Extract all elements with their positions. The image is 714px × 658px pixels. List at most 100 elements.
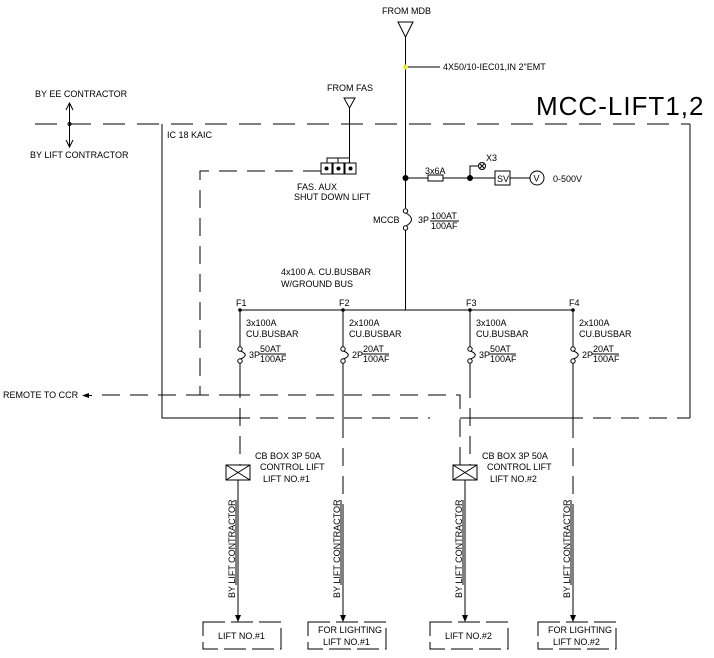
feeder-frame: 100AF — [260, 354, 287, 364]
load-box — [537, 621, 617, 650]
breaker-contact — [237, 346, 243, 352]
breaker-contact — [237, 358, 243, 364]
feeder-frame: 100AF — [363, 354, 390, 364]
remote-arrow-icon — [82, 393, 89, 398]
breaker-arc-icon — [470, 350, 476, 360]
remote-link: REMOTE TO CCR — [3, 390, 461, 470]
fas-bus — [326, 157, 350, 163]
arrow-down-icon — [65, 139, 74, 149]
feeder-poles: 3P — [249, 350, 260, 360]
fas-label-line2: SHUT DOWN LIFT — [294, 192, 371, 202]
feeder-bus-line2: CU.BUSBAR — [246, 329, 299, 339]
main-breaker: MCCB 3P 100AT 100AF — [373, 208, 459, 231]
vertical-cable-label: BY LIFT CONTRACTOR — [332, 499, 342, 598]
breaker-arc-icon — [240, 350, 246, 360]
panel-title: MCC-LIFT1,2 — [536, 91, 704, 121]
vertical-cable-label: BY LIFT CONTRACTOR — [454, 499, 464, 598]
lamp-lead — [469, 165, 478, 178]
source-label: FROM MDB — [382, 6, 431, 16]
mcc-enclosure: IC 18 KAIC — [161, 124, 691, 419]
busbar-line1: 4x100 A. CU.BUSBAR — [281, 267, 372, 277]
feeder-trip: 20AT — [593, 344, 614, 354]
busbar: 4x100 A. CU.BUSBAR W/GROUND BUS — [240, 267, 573, 311]
boundary-node — [67, 122, 72, 126]
feeder-trip: 20AT — [363, 344, 384, 354]
load-box — [429, 621, 509, 650]
feeder-trip: 50AT — [490, 344, 511, 354]
main-breaker-poles: 3P — [418, 215, 429, 225]
feeder-poles: 3P — [479, 350, 490, 360]
arrow-down-icon — [235, 615, 241, 622]
terminal-dot-icon — [336, 166, 341, 171]
main-breaker-frame: 100AF — [431, 221, 458, 231]
breaker-arc-icon — [573, 350, 579, 360]
feeder-bus-line1: 3x100A — [246, 318, 277, 328]
cb-box-line2: CONTROL LIFT — [260, 462, 325, 472]
feeder-group: F13x100ACU.BUSBAR3P50AT100AFF22x100ACU.B… — [236, 298, 632, 506]
fas-arrow-icon — [343, 97, 356, 110]
arrow-down-icon — [570, 615, 576, 622]
feeder-bus-line1: 2x100A — [349, 318, 380, 328]
load-line1: LIFT NO.#2 — [445, 631, 492, 641]
fas-source-label: FROM FAS — [327, 83, 373, 93]
feeder-trip: 50AT — [260, 344, 281, 354]
arrow-up-icon — [65, 101, 74, 111]
cb-box-cross-icon — [452, 464, 478, 481]
boundary-upper-label: BY EE CONTRACTOR — [35, 89, 128, 99]
breaker-contact — [340, 346, 346, 352]
feeder-id: F2 — [339, 298, 350, 308]
breaker-arc-icon — [405, 212, 412, 227]
arrow-down-icon — [462, 615, 468, 622]
feeder-cable-label: 4X50/10-IEC01,IN 2"EMT — [443, 62, 546, 72]
feeder-bus-line2: CU.BUSBAR — [579, 329, 632, 339]
remote-label: REMOTE TO CCR — [3, 390, 79, 400]
enclosure-left — [161, 124, 232, 419]
load-line1: LIFT NO.#1 — [218, 631, 265, 641]
breaker-contact — [340, 358, 346, 364]
feeder-frame: 100AF — [593, 354, 620, 364]
voltmeter-icon — [529, 170, 545, 186]
cb-box-line3: LIFT NO.#2 — [490, 474, 537, 484]
load-2: BY LIFT CONTRACTOR FOR LIGHTING LIFT NO.#1 — [307, 499, 387, 650]
load-line1: FOR LIGHTING — [548, 625, 612, 635]
load-line1: FOR LIGHTING — [318, 625, 382, 635]
breaker-contact — [402, 225, 409, 231]
terminal-dot-icon — [324, 166, 329, 171]
cb-box-line2: CONTROL LIFT — [487, 462, 552, 472]
selector-label: SV — [497, 174, 509, 184]
feeder-frame: 100AF — [490, 354, 517, 364]
voltmeter-range: 0-500V — [553, 174, 582, 184]
cb-box-cross-icon — [225, 464, 251, 481]
cb-box-line3: LIFT NO.#1 — [263, 474, 310, 484]
metering-branch: 3x6A X3 SV V 0-500V — [402, 153, 582, 186]
fas-control-wire — [199, 170, 321, 396]
load-1: BY LIFT CONTRACTOR LIFT NO.#1 — [202, 499, 282, 650]
breaker-contact — [570, 358, 576, 364]
feeder-id: F4 — [569, 298, 580, 308]
breaker-contact — [402, 208, 409, 214]
breaker-contact — [467, 346, 473, 352]
busbar-line2: W/GROUND BUS — [281, 279, 353, 289]
breaker-contact — [467, 358, 473, 364]
vertical-cable-label: BY LIFT CONTRACTOR — [227, 499, 237, 598]
breaker-gap — [400, 208, 411, 230]
control-wire-2 — [232, 394, 461, 470]
load-line2: LIFT NO.#1 — [323, 637, 370, 647]
lamp-cross — [479, 163, 485, 169]
main-breaker-type: MCCB — [373, 215, 400, 225]
vertical-cable-label: BY LIFT CONTRACTOR — [562, 499, 572, 598]
boundary-lower-label: BY LIFT CONTRACTOR — [30, 150, 129, 160]
fas-label-line1: FAS. AUX — [297, 182, 337, 192]
feeder-bus-line2: CU.BUSBAR — [476, 329, 529, 339]
feeder-bus-line2: CU.BUSBAR — [349, 329, 402, 339]
terminal-dot-icon — [348, 166, 353, 171]
